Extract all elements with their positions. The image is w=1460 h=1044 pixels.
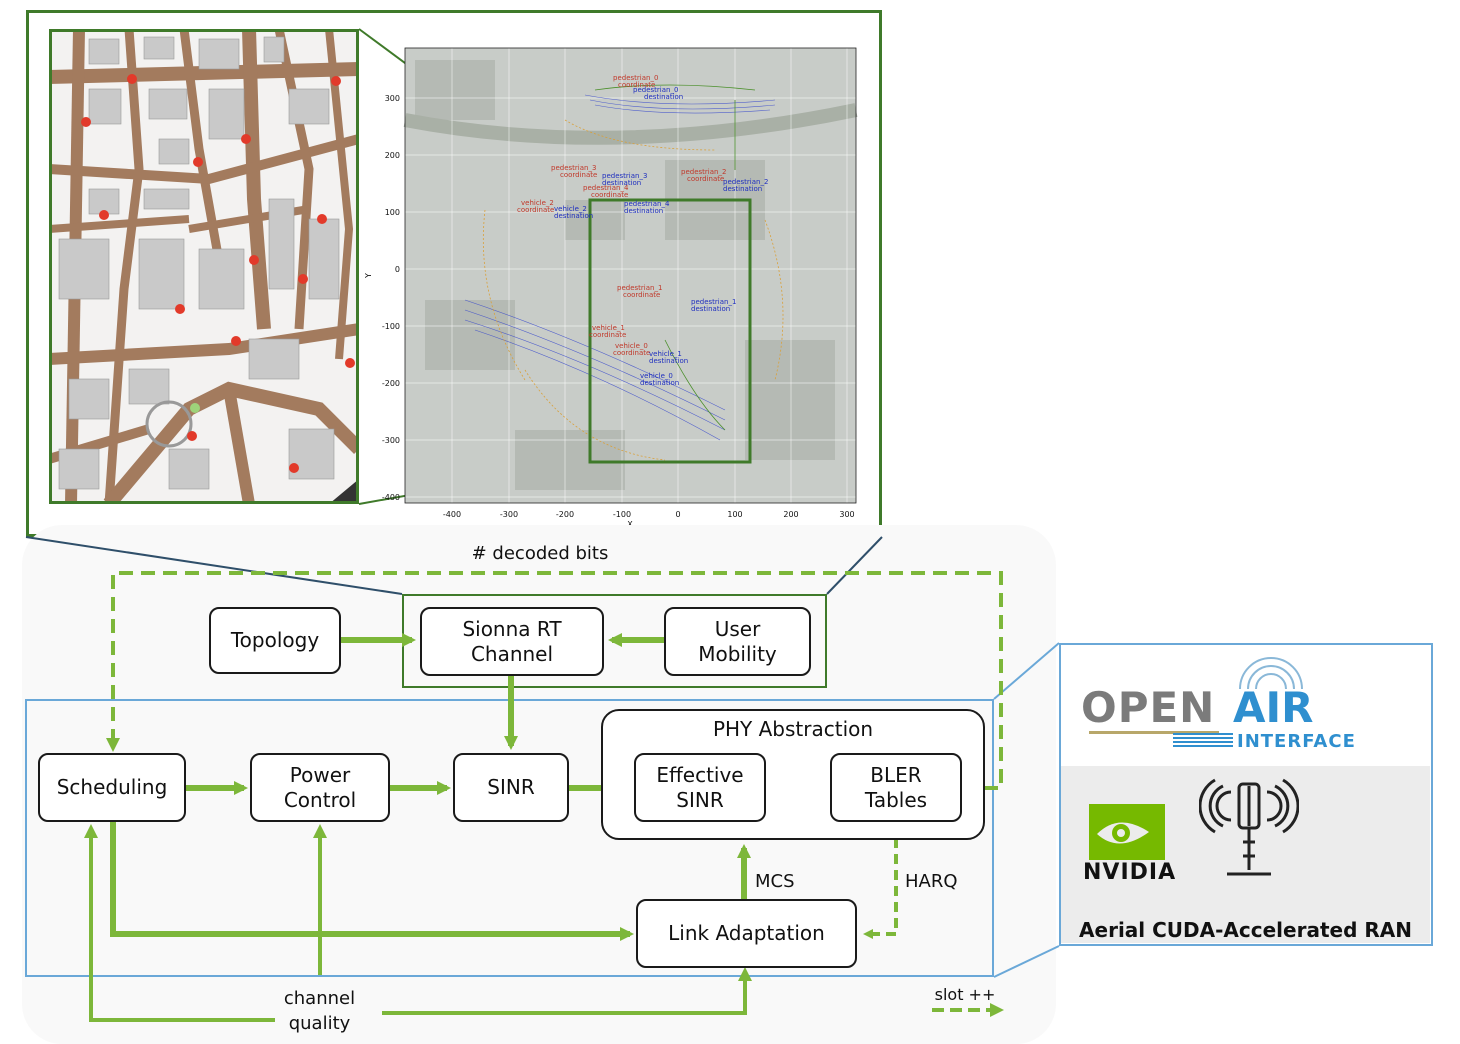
sinr-label: SINR [487,775,535,799]
annotation: vehicle_2 [521,199,554,207]
x-tick-label: 200 [783,510,798,519]
annotation: vehicle_2 [554,205,587,213]
sionna-label-line2: Channel [470,641,554,666]
link-adaptation-label: Link Adaptation [668,921,825,945]
scheduling-block: Scheduling [38,753,186,822]
x-axis-label: X [627,520,633,529]
sinr-block: SINR [453,753,569,822]
y-tick-label: 100 [385,208,400,217]
annotation: vehicle_1 [592,324,625,332]
channel-quality-line1: channel [283,988,356,1009]
annotation: destination [624,207,663,215]
y-tick-label: -300 [382,436,400,445]
y-tick-label: 200 [385,151,400,160]
annotation: coordinate [623,291,660,299]
annotation: coordinate [517,206,554,214]
y-tick-label: -100 [382,322,400,331]
x-tick-label: -400 [443,510,461,519]
annotation: pedestrian_0 [633,86,678,94]
slot-label: slot ++ [934,985,996,1004]
annotation: destination [554,212,593,220]
annotation: coordinate [687,175,724,183]
annotation: destination [723,185,762,193]
user-mobility-block: User Mobility [664,607,811,676]
oai-underline-bar [1089,731,1219,734]
y-tick-label: -200 [382,379,400,388]
annotation: pedestrian_3 [551,164,596,172]
power-label-line2: Control [283,787,357,812]
annotation: pedestrian_1 [691,298,736,306]
topology-label: Topology [230,628,320,652]
bler-tables-block: BLER Tables [830,753,962,822]
x-tick-label: 300 [839,510,854,519]
oai-stripes [1173,733,1233,747]
annotation: pedestrian_4 [583,184,629,192]
oai-open-text: OPEN [1081,683,1216,732]
channel-quality-label: channel quality [262,986,377,1036]
oai-air-text: AIR [1233,683,1314,732]
bler-label-line2: Tables [864,787,928,812]
sionna-label-line1: Sionna RT [462,616,562,641]
link-adaptation-block: Link Adaptation [636,899,857,968]
annotation: coordinate [591,191,628,199]
scheduling-label: Scheduling [56,775,168,799]
y-tick-label: 300 [385,94,400,103]
phy-abstraction-title: PHY Abstraction [712,717,874,741]
y-tick-label: -400 [382,493,400,502]
annotation: coordinate [589,331,626,339]
nvidia-area: NVIDIA Aerial CUDA-Accelerated RAN [1061,766,1430,943]
nvidia-wordmark: NVIDIA [1083,860,1177,885]
harq-label: HARQ [905,871,958,892]
city-render [49,29,359,504]
annotation: vehicle_0 [640,372,673,380]
effective-label-line1: Effective [656,762,744,787]
annotation: destination [691,305,730,313]
city-render-frame [49,29,359,504]
annotation: pedestrian_0 [613,74,658,82]
signal-arcs-icon [1239,657,1303,690]
x-tick-label: -200 [556,510,574,519]
oai-interface-text: INTERFACE [1237,731,1356,752]
mobility-label-line1: User [714,616,761,641]
annotation: coordinate [560,171,597,179]
mobility-label-line2: Mobility [698,641,777,666]
aerial-caption: Aerial CUDA-Accelerated RAN [1079,918,1412,942]
x-tick-label: 100 [727,510,742,519]
effective-sinr-block: Effective SINR [634,753,766,822]
annotation: pedestrian_3 [602,172,647,180]
bler-label-line1: BLER [870,762,922,787]
effective-label-line2: SINR [676,787,724,812]
annotation: coordinate [613,349,650,357]
annotation: vehicle_0 [615,342,648,350]
decoded-bits-label: # decoded bits [471,543,609,564]
x-tick-label: -300 [500,510,518,519]
annotation: destination [644,93,683,101]
power-control-block: Power Control [250,753,390,822]
channel-quality-line2: quality [288,1013,351,1035]
annotation: destination [649,357,688,365]
sionna-rt-channel-block: Sionna RT Channel [420,607,604,676]
x-tick-label: -100 [613,510,631,519]
annotation: destination [640,379,679,387]
annotation: pedestrian_2 [723,178,768,186]
annotation: pedestrian_4 [624,200,670,208]
topology-block: Topology [209,607,341,674]
oai-logo-area: OPEN AIR INTERFACE [1061,645,1430,766]
nvidia-eye-icon [1089,804,1165,860]
y-tick-label: 0 [395,265,400,274]
annotation: pedestrian_1 [617,284,662,292]
y-axis-label: Y [365,273,373,279]
power-label-line1: Power [289,762,351,787]
annotation: vehicle_1 [649,350,682,358]
logo-panel: OPEN AIR INTERFACE NVIDIA Aerial CUDA-Ac… [1059,643,1433,946]
annotation: destination [602,179,641,187]
annotation: coordinate [618,81,655,89]
antenna-tower-icon [1199,778,1299,876]
x-tick-label: 0 [675,510,680,519]
mcs-label: MCS [755,871,795,892]
annotation: pedestrian_2 [681,168,726,176]
trajectory-plot: pedestrian_0 coordinate pedestrian_0 des… [365,47,858,529]
